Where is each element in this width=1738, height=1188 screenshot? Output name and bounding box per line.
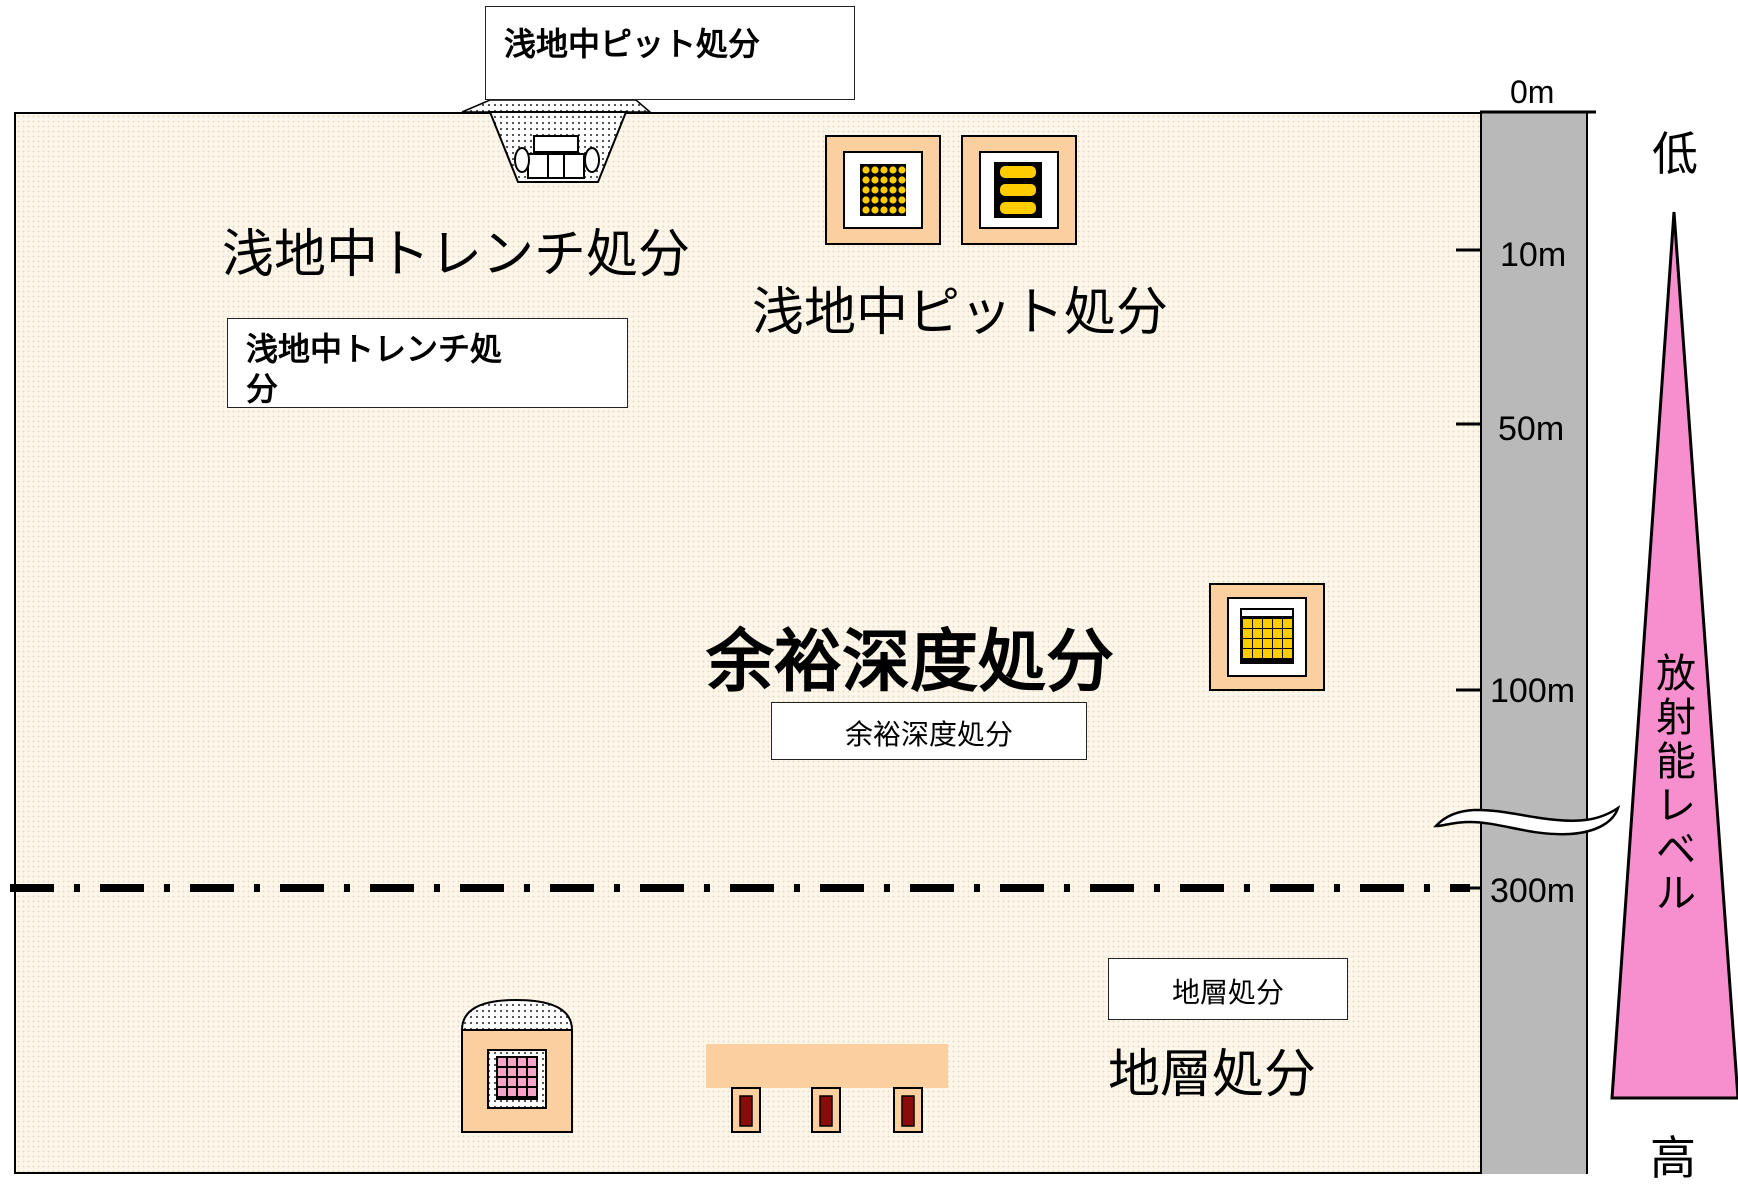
radioactivity-low-label: 低: [1652, 127, 1698, 181]
radioactivity-title: 放射能レベル: [1656, 651, 1696, 917]
geological-disposal-label: 地層処分: [1108, 1045, 1317, 1105]
depth-label-50m: 50m: [1498, 410, 1565, 448]
intermediate-depth-box: 余裕深度処分: [771, 702, 1087, 760]
trench-disposal-box-text: 浅地中トレンチ処分: [246, 330, 503, 407]
depth-label-100m: 100m: [1490, 672, 1576, 710]
trench-disposal-label: 浅地中トレンチ処分: [222, 225, 691, 285]
depth-label-10m: 10m: [1500, 236, 1567, 274]
depth-label-300m: 300m: [1490, 872, 1576, 910]
pit-disposal-box: 浅地中ピット処分: [485, 6, 855, 100]
depth-label-0m: 0m: [1510, 74, 1555, 110]
geological-disposal-box-text: 地層処分: [1171, 976, 1284, 1009]
intermediate-depth-label: 余裕深度処分: [706, 623, 1115, 702]
pit-disposal-label: 浅地中ピット処分: [752, 283, 1169, 343]
depth-scale-bar: [1480, 112, 1588, 1174]
intermediate-depth-box-text: 余裕深度処分: [844, 718, 1013, 751]
geological-disposal-box: 地層処分: [1108, 958, 1348, 1020]
pit-disposal-box-text: 浅地中ピット処分: [504, 25, 761, 63]
trench-disposal-box: 浅地中トレンチ処分: [227, 318, 628, 408]
